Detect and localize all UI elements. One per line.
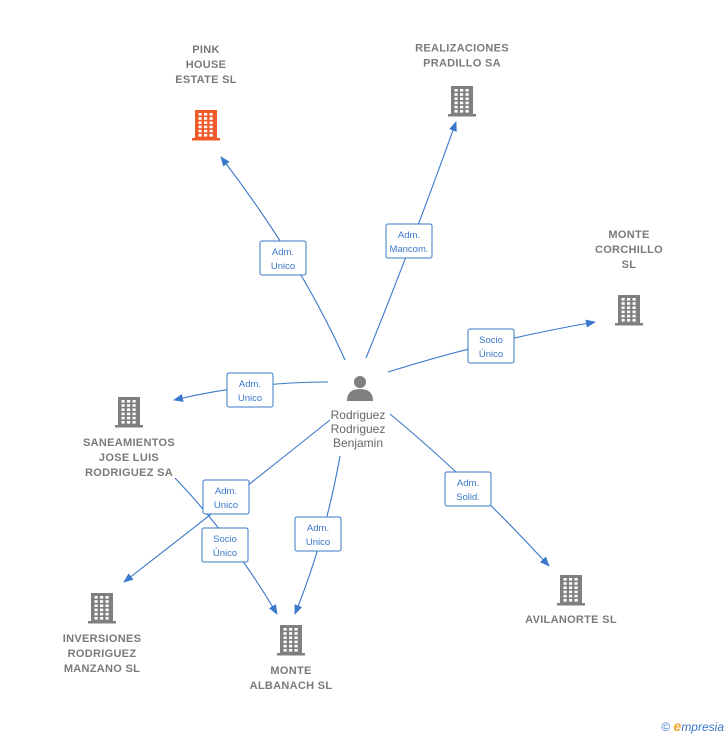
company-node-avilanorte[interactable]: AVILANORTE SL xyxy=(525,575,617,626)
company-name-text: CORCHILLO xyxy=(595,244,663,256)
edge-label-box xyxy=(385,223,433,259)
company-name-text: RODRIGUEZ SA xyxy=(85,467,173,479)
company-name-text: ALBANACH SL xyxy=(250,680,333,692)
company-name-text: MONTE xyxy=(608,229,649,241)
edge-label-text: Adm. xyxy=(307,523,329,534)
edge-label-text: Unico xyxy=(238,393,262,404)
building-icon xyxy=(115,397,143,428)
edge-label-box xyxy=(467,328,515,364)
edge-label-text: Unico xyxy=(214,500,238,511)
company-node-monte-corchillo[interactable]: MONTE CORCHILLO SL xyxy=(595,229,663,326)
edge-label-text: Unico xyxy=(306,537,330,548)
company-name-text: PRADILLO SA xyxy=(423,58,501,70)
edge-label-box xyxy=(444,471,492,507)
company-name-text: MANZANO SL xyxy=(64,663,140,675)
edge-label-text: Solid. xyxy=(456,492,480,503)
person-name-text: Benjamin xyxy=(333,436,383,450)
company-name-text: PINK xyxy=(192,44,219,56)
edge-label-box xyxy=(202,479,250,515)
edge-label-center-to-inversiones[interactable]: Adm. Unico xyxy=(202,479,250,515)
brand-logo-initial: e xyxy=(673,718,682,734)
edges-layer xyxy=(123,121,596,615)
edge-label-text: Mancom. xyxy=(389,244,428,255)
edge-label-text: Único xyxy=(479,349,503,360)
building-icon xyxy=(277,625,305,656)
edge-label-box xyxy=(226,372,274,408)
edge-label-center-to-saneamientos[interactable]: Adm. Unico xyxy=(226,372,274,408)
edge-label-text: Unico xyxy=(271,261,295,272)
edge-label-text: Adm. xyxy=(272,247,294,258)
building-icon xyxy=(192,110,220,141)
company-name-text: REALIZACIONES xyxy=(415,43,509,55)
edge-label-text: Adm. xyxy=(457,478,479,489)
edge-label-box xyxy=(259,240,307,276)
edge-label-box xyxy=(294,516,342,552)
edge-labels-layer: Adm.UnicoAdm.Mancom.SocioÚnicoAdm.UnicoA… xyxy=(201,223,515,563)
edge-label-text: Socio xyxy=(213,534,237,545)
company-name-text: AVILANORTE SL xyxy=(525,614,617,626)
edge-label-text: Único xyxy=(213,548,237,559)
company-name-text: MONTE xyxy=(270,665,311,677)
edge-label-box xyxy=(201,527,249,563)
building-icon xyxy=(448,86,476,117)
building-icon xyxy=(615,295,643,326)
footer-brand[interactable]: © empresia xyxy=(661,718,724,734)
edge-label-center-to-realizaciones-pradillo[interactable]: Adm. Mancom. xyxy=(385,223,433,259)
company-name-text: SANEAMIENTOS xyxy=(83,437,175,449)
edge-label-center-to-avilanorte[interactable]: Adm. Solid. xyxy=(444,471,492,507)
company-name-text: JOSE LUIS xyxy=(99,452,159,464)
building-icon xyxy=(557,575,585,606)
person-name-text: Rodriguez xyxy=(331,408,386,422)
edge-label-center-to-pink-house[interactable]: Adm. Unico xyxy=(259,240,307,276)
edge-label-center-to-monte-albanach[interactable]: Adm. Unico xyxy=(294,516,342,552)
company-node-realizaciones-pradillo[interactable]: REALIZACIONES PRADILLO SA xyxy=(415,43,509,117)
company-name-text: ESTATE SL xyxy=(175,74,237,86)
company-node-pink-house[interactable]: PINK HOUSE ESTATE SL xyxy=(175,44,237,141)
person-name-text: Rodriguez xyxy=(331,422,386,436)
company-node-inversiones[interactable]: INVERSIONES RODRIGUEZ MANZANO SL xyxy=(63,593,142,675)
brand-name: mpresia xyxy=(681,720,724,734)
company-name-text: HOUSE xyxy=(186,59,227,71)
company-node-monte-albanach[interactable]: MONTE ALBANACH SL xyxy=(250,625,333,692)
building-icon xyxy=(88,593,116,624)
copyright-symbol: © xyxy=(661,720,671,734)
nodes-layer: PINK HOUSE ESTATE SL REALIZACIONES PRADILLO … xyxy=(63,43,663,693)
company-name-text: SL xyxy=(622,259,637,271)
edge-label-text: Adm. xyxy=(239,379,261,390)
person-icon xyxy=(347,376,373,401)
edge-label-text: Socio xyxy=(479,335,503,346)
company-node-saneamientos[interactable]: SANEAMIENTOS JOSE LUIS RODRIGUEZ SA xyxy=(83,397,175,479)
edge-label-text: Adm. xyxy=(398,230,420,241)
edge-label-text: Adm. xyxy=(215,486,237,497)
company-name-text: RODRIGUEZ xyxy=(68,648,137,660)
company-name-text: INVERSIONES xyxy=(63,633,142,645)
